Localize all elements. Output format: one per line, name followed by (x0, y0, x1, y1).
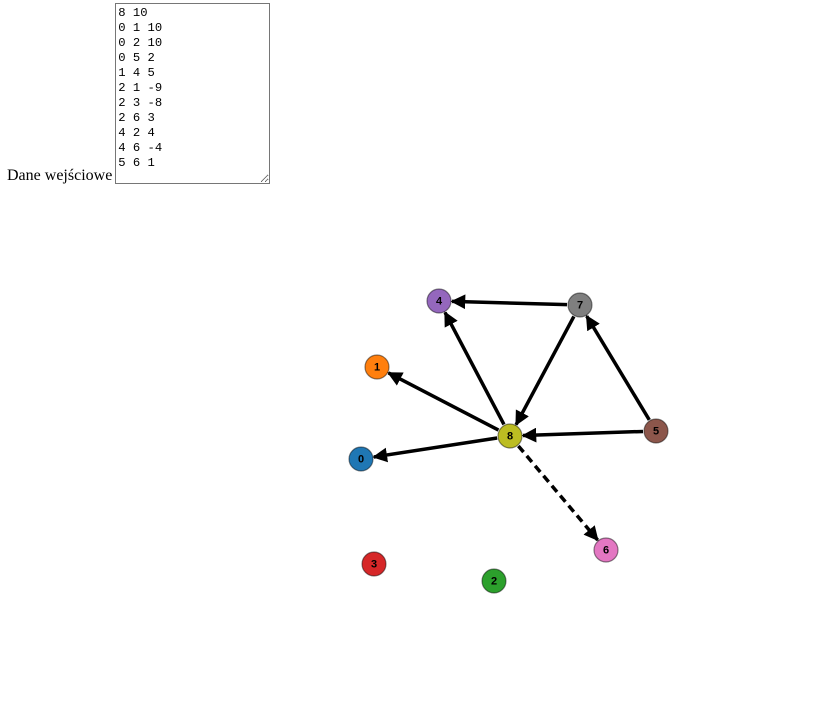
node-label: 0 (358, 454, 364, 466)
node-label: 8 (507, 431, 513, 443)
edges-layer (372, 294, 651, 542)
input-row: Dane wejściowe (7, 3, 271, 184)
node-label: 7 (577, 300, 583, 312)
input-label: Dane wejściowe (7, 167, 113, 184)
node-circle[interactable] (426, 288, 452, 314)
graph-node-5[interactable]: 5 (643, 418, 669, 444)
nodes-layer: 0 1 2 3 4 5 6 7 8 (348, 288, 669, 594)
node-circle[interactable] (364, 354, 390, 380)
node-label: 6 (603, 545, 609, 557)
edge-8-0 (372, 436, 498, 463)
edge-7-4 (450, 294, 568, 310)
node-circle[interactable] (481, 568, 507, 594)
graph-node-4[interactable]: 4 (426, 288, 452, 314)
edge-5-7 (585, 314, 651, 421)
graph-node-2[interactable]: 2 (481, 568, 507, 594)
edge-8-6 (517, 444, 599, 542)
edge-8-4 (443, 311, 506, 426)
node-label: 4 (436, 296, 443, 308)
node-label: 5 (653, 426, 659, 438)
edge-5-8 (521, 427, 644, 443)
node-circle[interactable] (497, 423, 523, 449)
edge-8-1 (387, 371, 500, 432)
graph-node-6[interactable]: 6 (593, 537, 619, 563)
graph-node-0[interactable]: 0 (348, 446, 374, 472)
graph-node-1[interactable]: 1 (364, 354, 390, 380)
edge-7-8 (514, 315, 576, 426)
node-label: 2 (491, 576, 497, 588)
graph-node-3[interactable]: 3 (361, 551, 387, 577)
node-circle[interactable] (348, 446, 374, 472)
node-circle[interactable] (593, 537, 619, 563)
graph-node-8[interactable]: 8 (497, 423, 523, 449)
node-circle[interactable] (567, 292, 593, 318)
node-label: 1 (374, 362, 380, 374)
graph-node-7[interactable]: 7 (567, 292, 593, 318)
node-circle[interactable] (361, 551, 387, 577)
node-label: 3 (371, 559, 377, 571)
input-textarea[interactable] (115, 3, 271, 184)
node-circle[interactable] (643, 418, 669, 444)
